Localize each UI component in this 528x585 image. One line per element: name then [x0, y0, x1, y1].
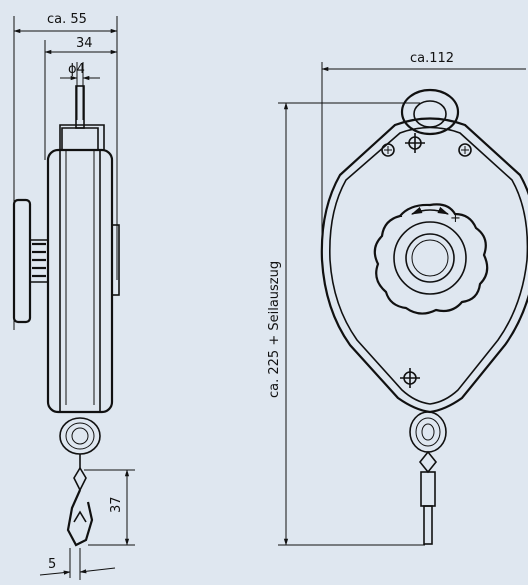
- dimension-rope-diameter: ϕ4: [60, 62, 100, 120]
- front-view: ca.112 ca. 225 + Seilauszug: [267, 51, 528, 546]
- dimension-front-width: ca.112: [321, 51, 526, 260]
- side-rope-guide: [59, 124, 105, 151]
- front-screws: [381, 133, 472, 388]
- dimension-hook-opening: 5: [39, 548, 116, 580]
- dimension-label-front-width: ca.112: [410, 51, 454, 66]
- dimension-label-front-height: ca. 225 + Seilauszug: [267, 261, 282, 398]
- dimension-body-width: 34: [44, 36, 118, 160]
- dimension-label-overall-width: ca. 55: [47, 12, 87, 27]
- dimension-hook-length: 37: [84, 469, 135, 546]
- side-view: ca. 55 34 ϕ4: [12, 12, 135, 580]
- front-hook: [418, 450, 438, 545]
- side-hook: [66, 466, 94, 547]
- dimension-label-rope-diameter: ϕ4: [68, 62, 85, 77]
- dimension-label-hook-opening: 5: [48, 557, 56, 572]
- side-spring: [32, 242, 46, 278]
- side-knob: [12, 198, 32, 324]
- dimension-label-hook-length: 37: [109, 496, 124, 513]
- knob-minus-mark: -: [398, 209, 403, 224]
- dimension-front-height: ca. 225 + Seilauszug: [267, 102, 425, 546]
- front-top-ring: [400, 88, 460, 136]
- dimension-label-body-width: 34: [76, 36, 93, 51]
- knob-plus-mark: +: [450, 211, 461, 226]
- front-adjust-knob: [373, 203, 489, 315]
- front-housing: [320, 117, 528, 414]
- side-housing: [46, 148, 114, 414]
